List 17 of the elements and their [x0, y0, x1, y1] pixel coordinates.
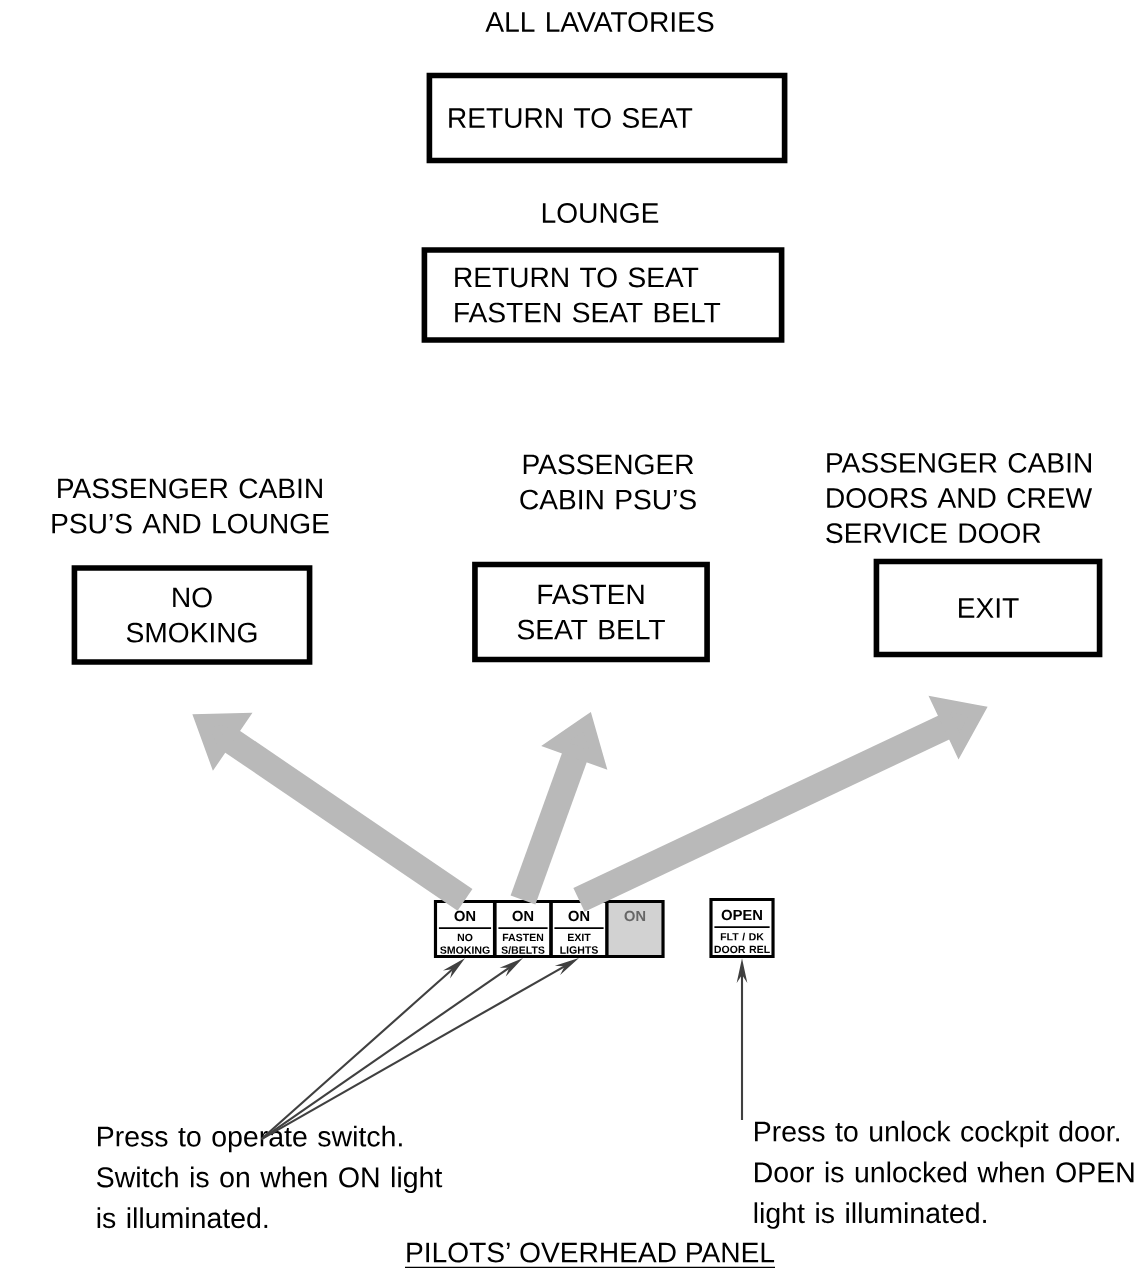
note-text: Press to operate switch. Switch is on when ON light is illuminated. [96, 1125, 443, 1229]
switch-button: ON FASTEN S/BELTS [493, 899, 553, 959]
sign-text: RETURN TO SEAT FASTEN SEAT BELT [455, 267, 721, 323]
switch-button: OPEN FLT / DK DOOR REL [709, 897, 775, 959]
sign-text: NO SMOKING [126, 587, 257, 643]
note-text: Press to unlock cockpit door. Door is unlocked when OPEN light is illuminated. [754, 1120, 1134, 1229]
sign-heading: PASSENGER CABIN PSU’S AND LOUNGE [52, 478, 329, 534]
switch-button: ON [605, 899, 665, 959]
sign-heading: PASSENGER CABIN PSU’S [520, 454, 696, 510]
sign-text: EXIT [959, 598, 1019, 618]
sign-heading: LOUNGE [542, 203, 659, 223]
switch-button: ON NO SMOKING [433, 899, 497, 959]
caption: PILOTS’ OVERHEAD PANEL [404, 1242, 776, 1269]
sign-heading: ALL LAVATORIES [485, 12, 714, 32]
sign-heading: PASSENGER CABIN DOORS AND CREW SERVICE DOOR [826, 452, 1093, 544]
sign-text: RETURN TO SEAT [449, 108, 693, 128]
sign-text: FASTEN SEAT BELT [517, 584, 665, 640]
